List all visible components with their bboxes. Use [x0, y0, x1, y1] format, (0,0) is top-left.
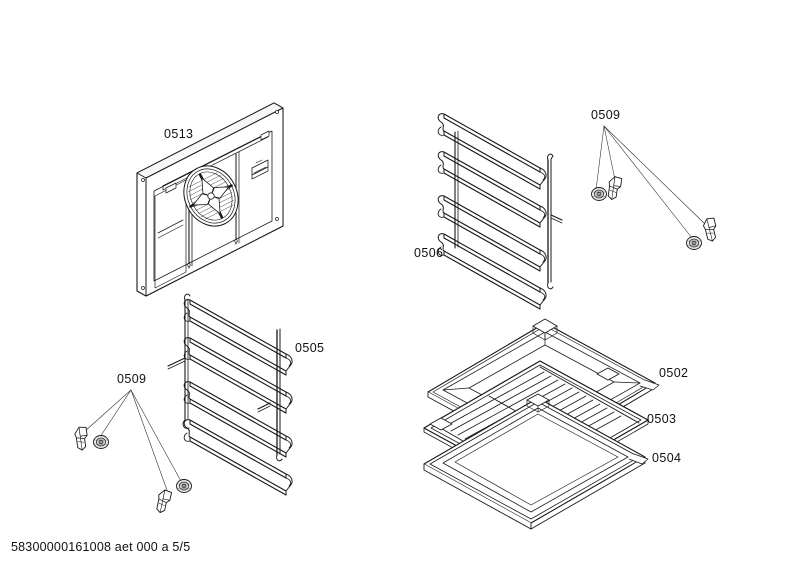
part-label-0503: 0503	[647, 412, 677, 426]
part-shelf-rail-0505	[167, 293, 293, 496]
part-label-0509-left: 0509	[117, 372, 147, 386]
fan-grille	[183, 165, 239, 227]
part-label-0513: 0513	[164, 127, 194, 141]
part-clips-0509-right	[591, 125, 720, 250]
part-clips-0509-left	[73, 389, 192, 515]
part-label-0502: 0502	[659, 366, 689, 380]
document-footer-code: 58300000161008 aet 000 a 5/5	[11, 540, 191, 554]
part-label-0505: 0505	[295, 341, 325, 355]
part-label-0509-right: 0509	[591, 108, 621, 122]
part-flat-tray-0504	[423, 393, 649, 530]
part-back-panel-0513	[136, 102, 284, 297]
part-shelf-rail-0506	[437, 113, 563, 310]
part-label-0506: 0506	[414, 246, 444, 260]
panel-latch	[251, 159, 269, 180]
part-label-0504: 0504	[652, 451, 682, 465]
